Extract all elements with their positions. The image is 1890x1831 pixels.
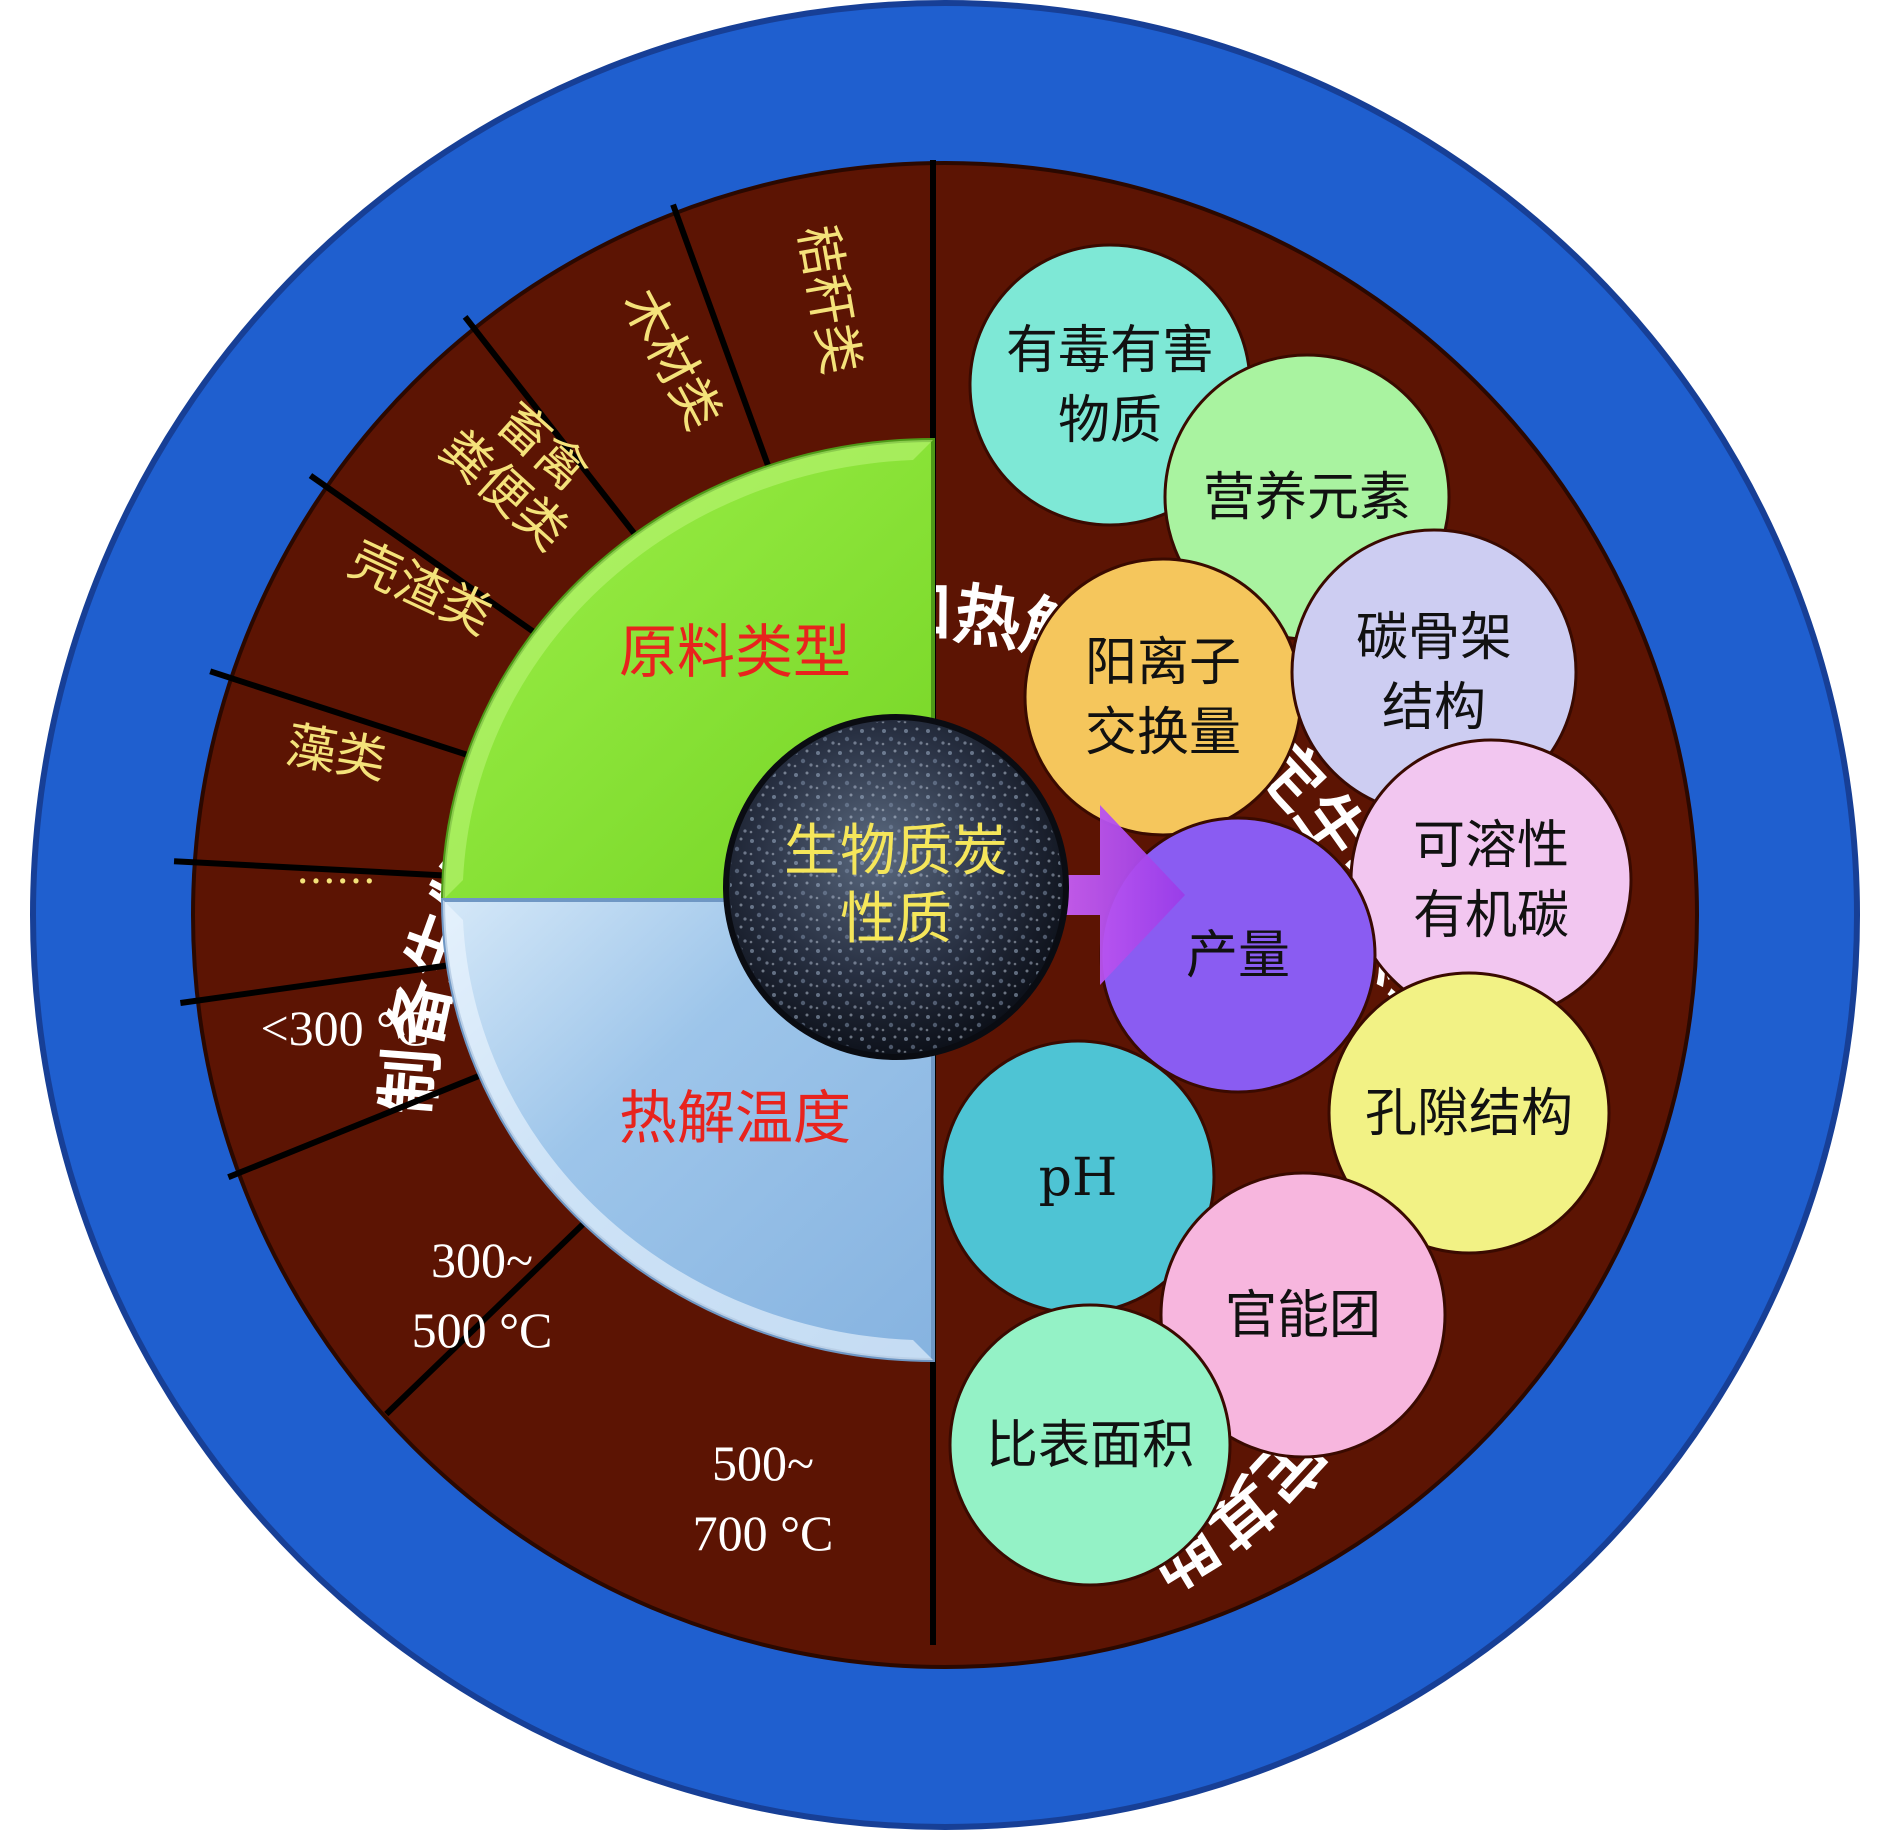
- temperature-item-label: 500~ 700 °C: [693, 1435, 834, 1561]
- property-bubble: 比表面积: [948, 1303, 1232, 1587]
- feedstock-item: ……: [296, 847, 376, 893]
- temperature-item-label-line: <300 °C: [260, 1000, 429, 1056]
- property-bubble-label-line: 物质: [1058, 391, 1162, 451]
- property-bubble-label: 产量: [1186, 926, 1290, 986]
- property-bubble-label: 营养元素: [1203, 468, 1411, 528]
- center-label-line: 生物质炭: [784, 819, 1008, 884]
- center-biochar: 生物质炭性质: [723, 714, 1069, 1060]
- center-label: 生物质炭性质: [784, 819, 1008, 952]
- property-bubble-label: pH: [1039, 1148, 1118, 1208]
- property-bubble-circle: [948, 1303, 1232, 1587]
- temperature-label: 热解温度: [619, 1084, 851, 1152]
- property-bubble-label: 比表面积: [986, 1416, 1194, 1476]
- property-bubble-circle: [1023, 557, 1303, 837]
- property-bubble-label-line: 有机碳: [1413, 886, 1569, 946]
- property-bubble-label: 有毒有害物质: [1006, 321, 1214, 451]
- property-bubble-label-line: 营养元素: [1203, 468, 1411, 528]
- property-bubble-label: 官能团: [1225, 1286, 1381, 1346]
- feedstock-item-label-line: ……: [296, 847, 376, 893]
- property-bubble-label: 孔隙结构: [1365, 1084, 1573, 1144]
- property-bubble-circle: [1159, 1171, 1447, 1459]
- property-bubble-label-line: 结构: [1382, 678, 1486, 738]
- property-bubble-circle: [1327, 971, 1611, 1255]
- property-bubble-label-line: 有毒有害: [1006, 321, 1214, 381]
- temperature-item-label-line: 700 °C: [693, 1505, 834, 1561]
- feedstock-item-label: ……: [296, 847, 376, 893]
- temperature-item-label-line: 500~: [712, 1435, 814, 1491]
- temperature-item-label: 300~ 500 °C: [412, 1232, 553, 1358]
- temperature-item-label-line: 500 °C: [412, 1302, 553, 1358]
- property-bubble-label: 阳离子交换量: [1085, 633, 1241, 763]
- divider-line: [227, 1065, 499, 1180]
- property-bubble-label: 可溶性有机碳: [1413, 816, 1569, 946]
- property-bubble-label-line: 孔隙结构: [1365, 1084, 1573, 1144]
- property-bubble: 阳离子交换量: [1023, 557, 1303, 837]
- divider-line: [308, 473, 550, 645]
- property-bubble: pH: [940, 1039, 1216, 1315]
- feedstock-label: 原料类型: [619, 618, 851, 686]
- property-bubble-label-line: 比表面积: [986, 1416, 1194, 1476]
- property-bubble: 官能团: [1159, 1171, 1447, 1459]
- temperature-items: <300 °C 300~ 500 °C 500~ 700 °C: [260, 1000, 833, 1561]
- property-bubble-label-line: 交换量: [1085, 703, 1241, 763]
- center-label-line: 性质: [840, 887, 952, 952]
- property-bubble-label: 碳骨架结构: [1356, 608, 1512, 738]
- property-bubble-label-line: pH: [1039, 1148, 1118, 1208]
- property-bubble-label-line: 碳骨架: [1356, 608, 1512, 668]
- sector-dividers: [173, 160, 936, 1417]
- divider-line: [462, 315, 647, 548]
- divider-line: [209, 668, 487, 764]
- property-bubble-label-line: 产量: [1186, 926, 1290, 986]
- temperature-item-label: <300 °C: [260, 1000, 429, 1056]
- divider-line: [670, 203, 776, 479]
- property-bubble-label-line: 可溶性: [1413, 816, 1569, 876]
- arrow-icon: [1035, 805, 1185, 985]
- temperature-item-label-line: 300~: [431, 1232, 533, 1288]
- divider-line: [384, 1210, 597, 1417]
- property-bubble-label-line: 官能团: [1225, 1286, 1381, 1346]
- property-bubble: 孔隙结构: [1327, 971, 1611, 1255]
- property-bubbles: 有毒有害物质营养元素阳离子交换量碳骨架结构可溶性有机碳产量孔隙结构pH官能团比表…: [940, 243, 1633, 1587]
- property-bubble: 可溶性有机碳: [1349, 738, 1633, 1022]
- divider-line: [173, 858, 464, 880]
- divider-line: [179, 959, 468, 1006]
- property-bubble-label-line: 阳离子: [1085, 633, 1241, 693]
